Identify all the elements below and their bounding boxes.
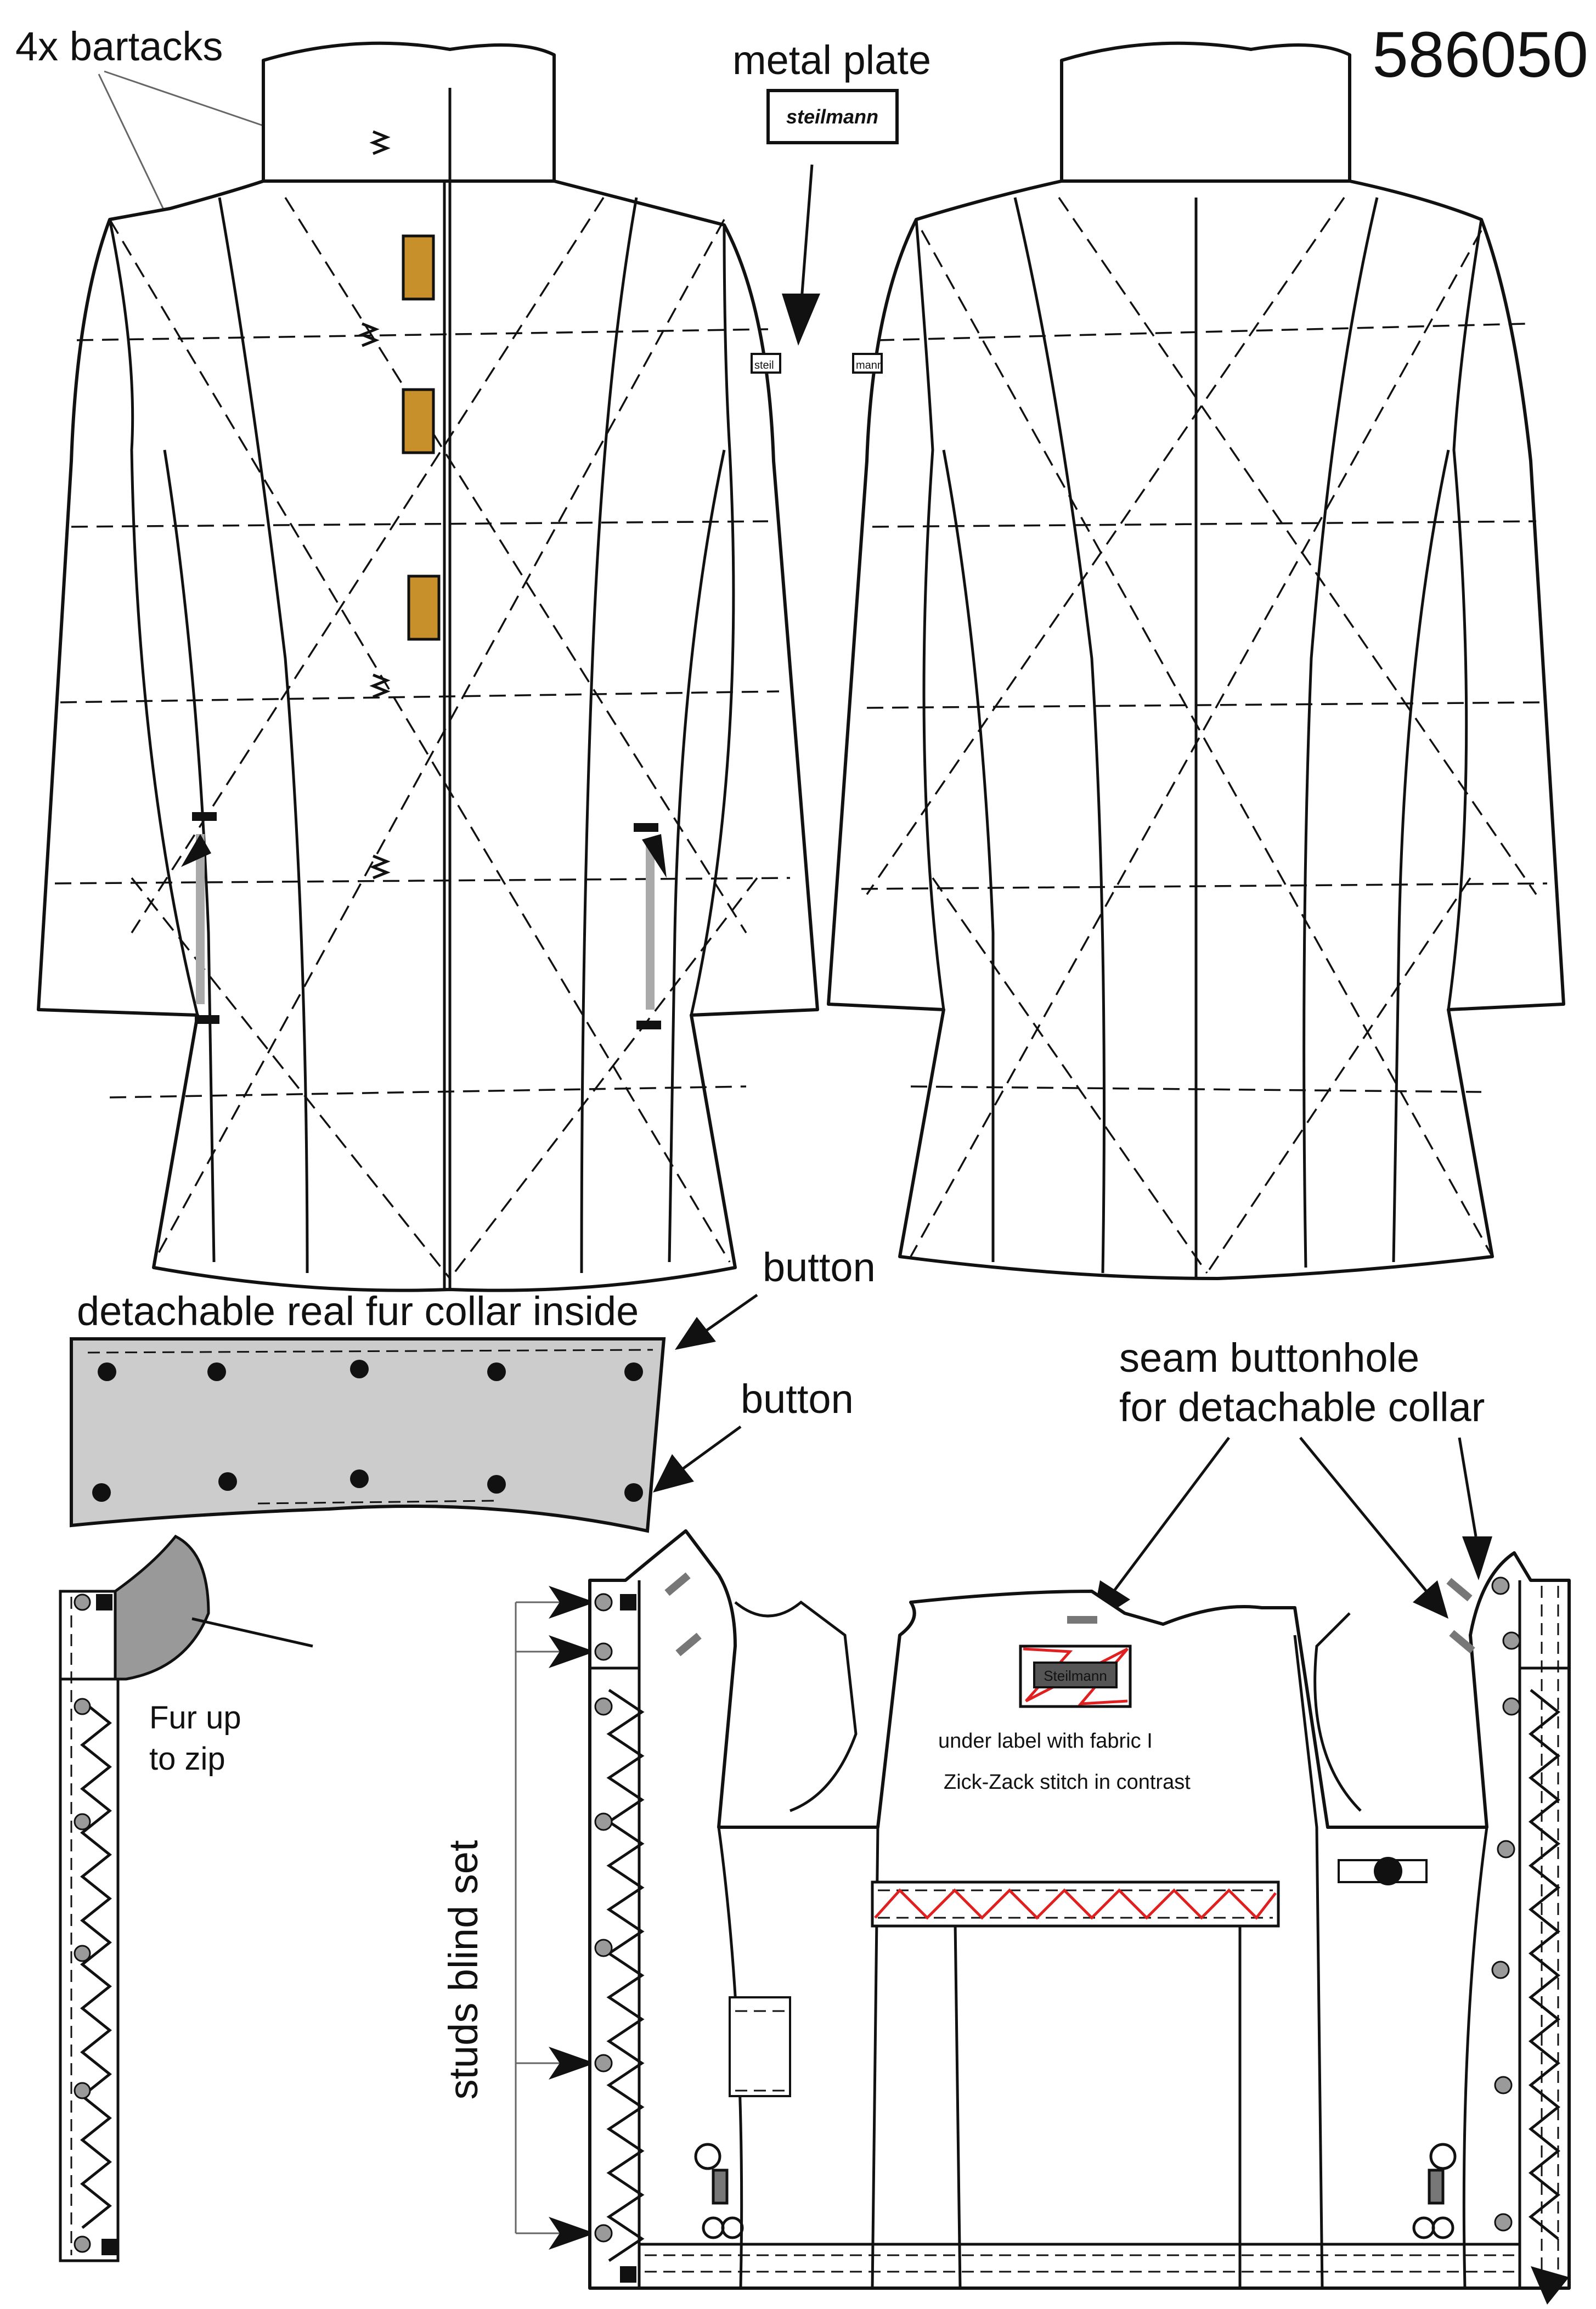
- fur-collar-callout: detachable real fur collar inside: [77, 1288, 639, 1334]
- inside-tab: [1338, 1857, 1428, 1885]
- gold-tab: [407, 575, 441, 641]
- bartack-marks: [358, 130, 391, 880]
- front-quilting: [54, 197, 791, 1280]
- studs-left: [594, 1593, 613, 2243]
- gold-tab: [402, 388, 435, 454]
- zigzag-band: [871, 1880, 1280, 1928]
- studs-right: [1491, 1576, 1521, 2232]
- toggle-button-icon: [1374, 1857, 1402, 1885]
- under-label-text: under label with fabric I: [938, 1730, 1153, 1753]
- fur-up-callout-line1: Fur up: [149, 1700, 241, 1736]
- studs-bracket: [515, 1586, 595, 2250]
- back-view: mann: [827, 41, 1565, 1280]
- button-callout-top: button: [763, 1244, 876, 1290]
- inner-label-text: Steilmann: [1044, 1668, 1107, 1684]
- zigzag-text: Zick-Zack stitch in contrast: [944, 1771, 1191, 1794]
- drawcord-right: [1412, 2143, 1457, 2239]
- back-sleeve-plate: [852, 353, 883, 374]
- seam-buttonhole-callout-line2: for detachable collar: [1119, 1384, 1485, 1430]
- right-zip-pocket: [634, 823, 667, 1029]
- studs-callout: studs blind set: [441, 1840, 486, 2099]
- sleeve-plate-text-right: mann: [856, 359, 883, 371]
- fur-up-leader: [191, 1617, 313, 1648]
- zip-detail: [59, 1534, 210, 2262]
- button-callout-bottom: button: [741, 1376, 854, 1422]
- sleeve-plate-text-left: steil: [754, 359, 774, 371]
- style-number: 586050: [1372, 19, 1588, 91]
- fur-collar: [70, 1337, 666, 1533]
- seam-buttonhole-back: [1067, 1616, 1097, 1624]
- zigzag-stitch: [874, 1888, 1277, 1920]
- fur-up-callout-line2: to zip: [149, 1741, 225, 1777]
- gold-tab: [402, 234, 435, 301]
- front-body-outline: [37, 179, 819, 1292]
- front-view: steil: [37, 41, 819, 1292]
- steilmann-label: [1033, 1662, 1118, 1688]
- inside-view: Steilmann under label with fabric I Zick…: [588, 1529, 1571, 2305]
- drawcord-left: [694, 2143, 744, 2239]
- fur-collar-buttons: [92, 1360, 643, 1502]
- left-zip-pocket: [181, 812, 219, 1024]
- seam-buttonhole-callout-line1: seam buttonhole: [1119, 1335, 1419, 1381]
- inside-pocket: [729, 1996, 791, 2097]
- metal-plate-callout: metal plate: [732, 37, 931, 83]
- metal-plate: [766, 89, 899, 144]
- bartacks-callout: 4x bartacks: [15, 24, 223, 69]
- back-quilting: [861, 197, 1548, 1274]
- metal-plate-brand: steilmann: [786, 105, 878, 128]
- sleeve-metal-plate: [751, 353, 781, 374]
